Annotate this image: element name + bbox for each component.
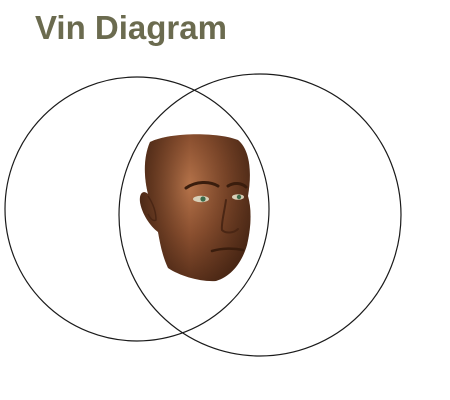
venn-circle-right [118, 73, 402, 357]
venn-circle-left [4, 76, 270, 342]
face-image [139, 134, 251, 282]
page-title: Vin Diagram [35, 9, 227, 46]
